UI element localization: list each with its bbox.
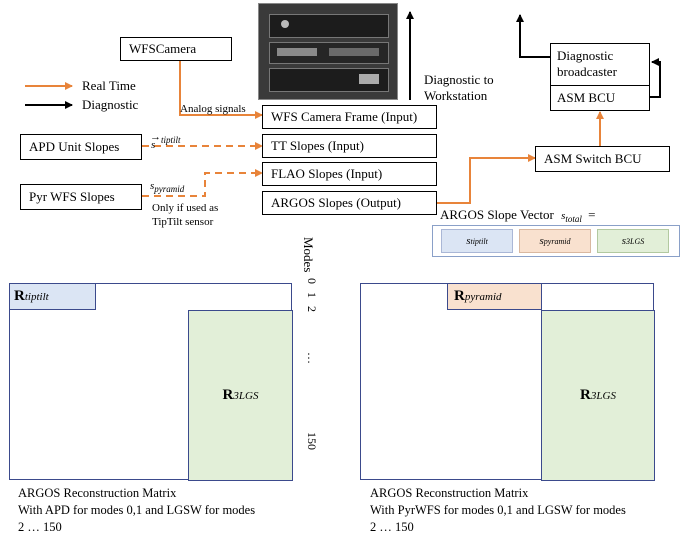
modes-tick-150: 150 — [305, 432, 319, 450]
modes-tick-1: 1 — [305, 292, 319, 298]
flao-slopes-box: FLAO Slopes (Input) — [262, 162, 437, 186]
tt-slopes-box: TT Slopes (Input) — [262, 134, 437, 158]
asm-switch-box: ASM Switch BCU — [535, 146, 670, 172]
slope-vector-title: ARGOS Slope Vector stotal = — [440, 207, 596, 225]
diagnostic-broadcaster-box: Diagnostic broadcaster — [551, 44, 649, 86]
left-caption-2: With APD for modes 0,1 and LGSW for mode… — [18, 503, 256, 517]
analog-signals-label: Analog signals — [180, 103, 246, 115]
broadcaster-line2: broadcaster — [557, 64, 617, 79]
legend-diagnostic-label: Diagnostic — [82, 97, 139, 112]
s-pyramid-label: spyramid — [150, 180, 185, 195]
right-caption-2: With PyrWFS for modes 0,1 and LGSW for m… — [370, 503, 626, 517]
diag-workstation-label-2: Workstation — [424, 88, 488, 103]
apd-unit-box: APD Unit Slopes — [20, 134, 142, 160]
diag-workstation-label-1: Diagnostic to — [424, 72, 494, 87]
right-caption: ARGOS Reconstruction Matrix With PyrWFS … — [370, 485, 626, 536]
modes-axis-title: Modes — [301, 237, 316, 273]
argos-slopes-box: ARGOS Slopes (Output) — [262, 191, 437, 215]
left-caption-1: ARGOS Reconstruction Matrix — [18, 486, 177, 500]
bcu-to-broadcaster-loop — [650, 58, 661, 98]
left-caption-3: 2 … 150 — [18, 520, 62, 534]
modes-ellipsis: … — [305, 352, 319, 364]
right-caption-1: ARGOS Reconstruction Matrix — [370, 486, 529, 500]
right-caption-3: 2 … 150 — [370, 520, 414, 534]
pyr-wfs-box: Pyr WFS Slopes — [20, 184, 142, 210]
broadcaster-up-arrow — [516, 14, 550, 58]
camera-to-frame-line — [179, 60, 263, 119]
hardware-photo — [258, 3, 398, 100]
broadcaster-group: Diagnostic broadcaster ASM BCU — [550, 43, 650, 111]
only-if-label-2: TipTilt sensor — [152, 216, 214, 228]
modes-tick-0: 0 — [305, 278, 319, 284]
left-caption: ARGOS Reconstruction Matrix With APD for… — [18, 485, 255, 536]
broadcaster-line1: Diagnostic — [557, 48, 614, 63]
modes-tick-2: 2 — [305, 306, 319, 312]
asm-bcu-box: ASM BCU — [557, 90, 616, 105]
pyr-to-flao-line — [142, 169, 263, 197]
legend-realtime-label: Real Time — [82, 78, 136, 93]
argos-to-switch-line — [437, 154, 536, 204]
camera-frame-box: WFS Camera Frame (Input) — [262, 105, 437, 129]
only-if-label-1: Only if used as — [152, 202, 219, 214]
wfs-camera-box: WFSCamera — [120, 37, 232, 61]
